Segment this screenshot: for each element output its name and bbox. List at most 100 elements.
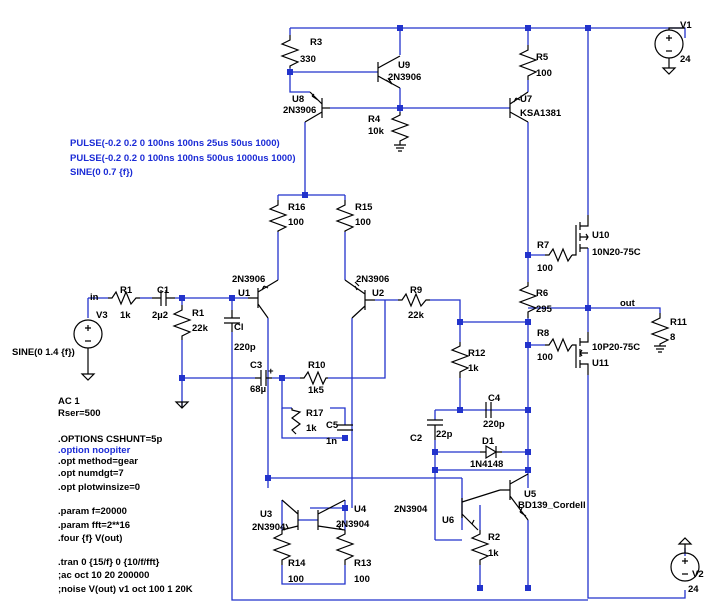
- transistor-u9[interactable]: U9 2N3906: [377, 55, 421, 89]
- directive-line[interactable]: ;ac oct 10 20 200000: [58, 570, 149, 581]
- r3-ref: R3: [310, 37, 322, 48]
- transistor-u2[interactable]: 2N3906 U2: [344, 274, 389, 319]
- u4-ref: U4: [354, 504, 367, 515]
- transistor-u1[interactable]: 2N3906 U1: [232, 274, 279, 319]
- pulse-line[interactable]: PULSE(-0.2 0.2 0 100ns 100ns 500us 1000u…: [70, 153, 296, 164]
- resistor-r11[interactable]: R11 8: [650, 313, 688, 353]
- transistor-u3[interactable]: U3 2N3904: [252, 499, 299, 533]
- directive-line[interactable]: .opt method=gear: [58, 456, 138, 467]
- diode-d1[interactable]: D1 1N4148: [470, 436, 503, 470]
- sine-line[interactable]: SINE(0 0.7 {f}): [70, 167, 133, 178]
- r12-ref: R12: [468, 348, 485, 359]
- v1-ref: V1: [680, 20, 692, 31]
- r17-value: 1k: [306, 423, 317, 434]
- resistor-r9[interactable]: R9 22k: [398, 285, 430, 321]
- transistor-u7[interactable]: U7 KSA1381: [509, 91, 562, 123]
- resistor-r6[interactable]: R6 295: [518, 282, 553, 318]
- r13-ref: R13: [354, 558, 371, 569]
- capacitor-c1[interactable]: C1 2µ2: [152, 285, 175, 321]
- u6-model: 2N3904: [394, 504, 428, 515]
- u7-model: KSA1381: [520, 108, 562, 119]
- net-label-out: out: [620, 298, 636, 309]
- resistor-r17[interactable]: R17 1k: [291, 408, 323, 435]
- resistor-r7[interactable]: R7 100: [537, 240, 573, 274]
- capacitor-c5[interactable]: C5 1n: [326, 420, 353, 447]
- directive-line[interactable]: .OPTIONS CSHUNT=5p: [58, 434, 162, 445]
- transistor-u5[interactable]: U5 BD139_Cordell: [500, 473, 586, 521]
- c5-ref: C5: [326, 420, 339, 431]
- resistor-r10[interactable]: R10 1k5: [300, 360, 328, 396]
- voltage-source-v2[interactable]: V2 24: [670, 537, 704, 595]
- u11-ref: U11: [592, 358, 610, 369]
- r17-ref: R17: [306, 408, 323, 419]
- r1-series-ref: R1: [120, 285, 133, 296]
- u8-ref: U8: [292, 94, 304, 105]
- r15-ref: R15: [355, 202, 373, 213]
- c3-value: 68µ: [250, 384, 266, 395]
- c4-value: 220p: [483, 419, 505, 430]
- v3-ref: V3: [96, 310, 108, 321]
- voltage-source-v3[interactable]: V3 SINE(0 1.4 {f}): [12, 310, 108, 381]
- c1-value: 2µ2: [152, 310, 168, 321]
- transistor-u4[interactable]: U4 2N3904: [317, 499, 370, 531]
- resistor-r3[interactable]: R3 330: [280, 35, 322, 68]
- u1-ref: U1: [238, 288, 251, 299]
- resistor-r15[interactable]: R15 100: [335, 200, 373, 232]
- directive-line[interactable]: .option noopiter: [58, 445, 131, 456]
- r3-value: 330: [300, 54, 316, 65]
- transistor-u8[interactable]: U8 2N3906: [283, 91, 330, 123]
- d1-ref: D1: [482, 436, 495, 447]
- pulse-line[interactable]: PULSE(-0.2 0.2 0 100ns 100ns 25us 50us 1…: [70, 138, 280, 149]
- c5-value: 1n: [326, 436, 337, 447]
- resistor-r13[interactable]: R13 100: [335, 530, 371, 585]
- capacitor-c3[interactable]: + C3 68µ: [250, 360, 274, 395]
- voltage-source-v1[interactable]: V1 24: [654, 20, 692, 75]
- u3-model: 2N3904: [252, 522, 286, 533]
- r6-value: 295: [536, 304, 553, 315]
- directive-line[interactable]: .opt plotwinsize=0: [58, 482, 140, 493]
- r14-ref: R14: [288, 558, 306, 569]
- r16-ref: R16: [288, 202, 305, 213]
- spice-directives[interactable]: .OPTIONS CSHUNT=5p .option noopiter .opt…: [58, 434, 193, 595]
- resistor-r5[interactable]: R5 100: [518, 45, 552, 80]
- source-param: Rser=500: [58, 408, 101, 419]
- mosfet-u10[interactable]: U10 10N20-75C: [572, 215, 641, 258]
- mosfet-u11[interactable]: 10P20-75C U11: [572, 332, 640, 375]
- r6-ref: R6: [536, 288, 548, 299]
- ci-ref: Cl: [234, 322, 244, 333]
- c3-ref: C3: [250, 360, 262, 371]
- u7-ref: U7: [520, 94, 532, 105]
- r8-ref: R8: [537, 328, 549, 339]
- r13-value: 100: [354, 574, 370, 585]
- resistor-r16[interactable]: R16 100: [268, 200, 305, 232]
- net-label-in: in: [90, 292, 99, 303]
- directive-line[interactable]: .tran 0 {15/f} 0 {10/f/fft}: [58, 557, 160, 568]
- directive-line[interactable]: .opt numdgt=7: [58, 468, 124, 479]
- u2-model: 2N3906: [356, 274, 389, 285]
- resistor-r12[interactable]: R12 1k: [450, 342, 485, 378]
- u1-model: 2N3906: [232, 274, 265, 285]
- c4-ref: C4: [488, 393, 501, 404]
- resistor-r1-bias[interactable]: R1 22k: [172, 305, 209, 340]
- capacitor-ci[interactable]: Cl 220p: [224, 310, 256, 353]
- u8-model: 2N3906: [283, 105, 316, 116]
- directive-line[interactable]: .four {f} V(out): [58, 533, 122, 544]
- resistor-r8[interactable]: R8 100: [537, 328, 573, 363]
- directive-line[interactable]: .param fft=2**16: [58, 520, 130, 531]
- wires: [87, 27, 686, 601]
- directive-line[interactable]: .param f=20000: [58, 506, 127, 517]
- resistor-r1-series[interactable]: R1 1k: [108, 285, 140, 321]
- capacitor-c2[interactable]: C2 22p: [410, 419, 453, 444]
- u5-ref: U5: [524, 489, 537, 500]
- u10-ref: U10: [592, 230, 609, 241]
- pulse-spec-list[interactable]: PULSE(-0.2 0.2 0 100ns 100ns 25us 50us 1…: [70, 138, 296, 178]
- resistor-r4[interactable]: R4 10k: [368, 112, 410, 152]
- directive-line[interactable]: ;noise V(out) v1 oct 100 1 20K: [58, 584, 193, 595]
- transistor-u6[interactable]: U6 2N3904: [394, 489, 501, 531]
- source-params: AC 1 Rser=500: [58, 396, 101, 419]
- capacitor-c4[interactable]: C4 220p: [483, 393, 505, 430]
- resistor-r2[interactable]: R2 1k: [470, 530, 500, 565]
- resistor-r14[interactable]: R14 100: [272, 530, 306, 585]
- c1-ref: C1: [157, 285, 170, 296]
